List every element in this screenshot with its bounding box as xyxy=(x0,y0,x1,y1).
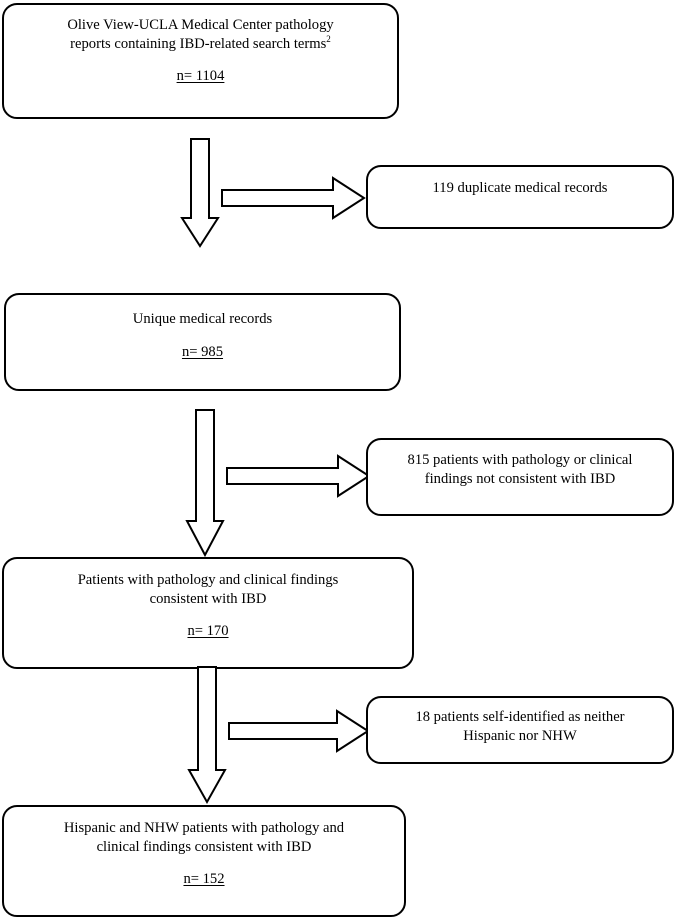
arrow-down-icon xyxy=(187,666,227,806)
arrow-right-icon xyxy=(226,451,371,501)
arrow-right-icon xyxy=(228,706,370,756)
node-unique-records-count: n= 985 xyxy=(181,343,224,360)
node-duplicate-records-line1: 119 duplicate medical records xyxy=(432,180,608,196)
node-duplicate-records-text: 119 duplicate medical records xyxy=(368,167,672,198)
node-final-cohort-line1: Hispanic and NHW patients with pathology… xyxy=(63,820,345,836)
node-ethnicity-excluded: 18 patients self-identified as neither H… xyxy=(366,696,674,764)
node-source-reports-line2: reports containing IBD-related search te… xyxy=(70,33,331,52)
node-ethnicity-excluded-line2: Hispanic nor NHW xyxy=(463,727,577,744)
arrow-right-icon xyxy=(221,173,366,223)
footnote-marker: 2 xyxy=(326,33,331,44)
node-source-reports-text: Olive View-UCLA Medical Center pathology… xyxy=(4,5,397,86)
node-final-cohort-count: n= 152 xyxy=(183,871,225,888)
node-consistent-ibd-text: Patients with pathology and clinical fin… xyxy=(4,559,412,641)
node-unique-records-text: Unique medical records n= 985 xyxy=(6,295,399,361)
node-unique-records-line1: Unique medical records xyxy=(132,311,273,327)
node-final-cohort-text: Hispanic and NHW patients with pathology… xyxy=(4,807,404,889)
node-consistent-ibd-line2: consistent with IBD xyxy=(149,590,267,607)
spacer xyxy=(14,608,402,622)
node-not-consistent-ibd-text: 815 patients with pathology or clinical … xyxy=(368,440,672,488)
node-consistent-ibd-line1: Patients with pathology and clinical fin… xyxy=(77,572,339,588)
arrow-down-icon xyxy=(185,409,225,559)
node-final-cohort: Hispanic and NHW patients with pathology… xyxy=(2,805,406,917)
node-consistent-ibd-count: n= 170 xyxy=(187,623,229,640)
spacer xyxy=(14,53,387,67)
node-ethnicity-excluded-text: 18 patients self-identified as neither H… xyxy=(368,698,672,745)
node-source-reports-line1: Olive View-UCLA Medical Center pathology xyxy=(67,17,334,33)
node-not-consistent-ibd-line2: findings not consistent with IBD xyxy=(424,470,616,487)
node-ethnicity-excluded-line1: 18 patients self-identified as neither xyxy=(415,709,625,725)
arrow-down-icon xyxy=(180,138,220,248)
spacer xyxy=(16,329,389,343)
node-final-cohort-line2: clinical findings consistent with IBD xyxy=(96,838,312,855)
node-not-consistent-ibd: 815 patients with pathology or clinical … xyxy=(366,438,674,516)
node-source-reports-count: n= 1104 xyxy=(176,68,225,85)
node-consistent-ibd: Patients with pathology and clinical fin… xyxy=(2,557,414,669)
node-duplicate-records: 119 duplicate medical records xyxy=(366,165,674,229)
node-source-reports: Olive View-UCLA Medical Center pathology… xyxy=(2,3,399,119)
node-not-consistent-ibd-line1: 815 patients with pathology or clinical xyxy=(407,452,633,468)
node-unique-records: Unique medical records n= 985 xyxy=(4,293,401,391)
spacer xyxy=(14,856,394,870)
